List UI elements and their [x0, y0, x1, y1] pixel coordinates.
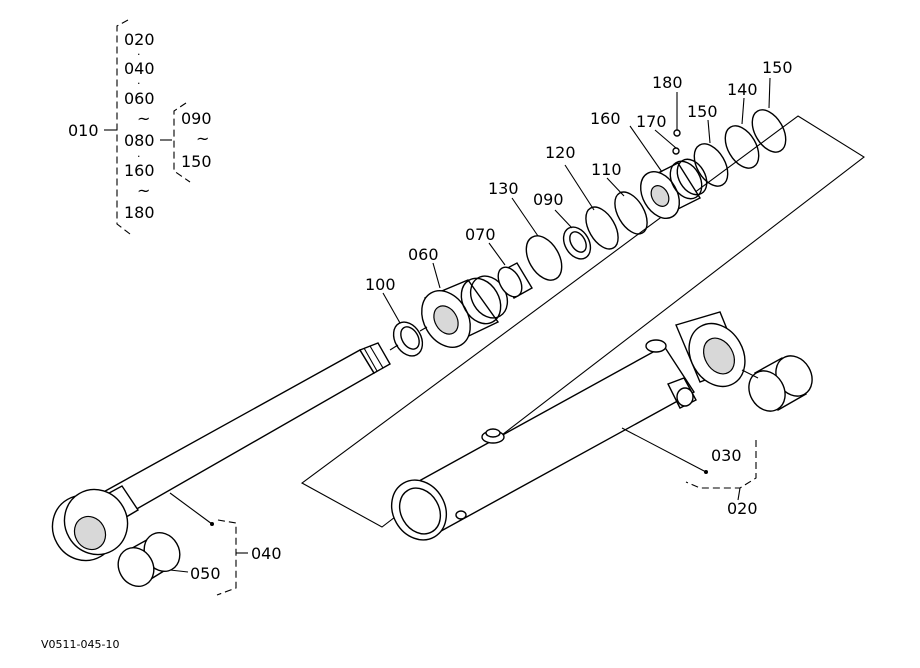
callout-150-top: 150 — [762, 58, 793, 77]
tube-end-bushing — [748, 355, 813, 412]
part-180-ball — [673, 129, 681, 137]
part-060-rod-guide — [421, 275, 509, 348]
legend-dot-2: · — [137, 77, 141, 90]
cylinder-tube — [390, 311, 746, 541]
legend-sub-090: 090 — [181, 109, 212, 128]
legend-dot-1: · — [137, 48, 141, 61]
callout-130: 130 — [488, 179, 519, 198]
callout-060: 060 — [408, 245, 439, 264]
part-150-ring-a — [693, 143, 729, 187]
part-110-ring — [614, 191, 648, 235]
callout-160: 160 — [590, 109, 621, 128]
callout-140: 140 — [727, 80, 758, 99]
callout-120: 120 — [545, 143, 576, 162]
drawing-id: V0511-045-10 — [41, 638, 119, 651]
part-070-bush — [497, 262, 533, 299]
legend-tilde-2: ~ — [137, 181, 150, 200]
callout-100: 100 — [365, 275, 396, 294]
bracket-040 — [216, 519, 237, 596]
part-130-o-ring — [525, 235, 563, 281]
legend-tree: 010 020 · 040 · 060 ~ 080 · 160 ~ 180 09… — [68, 19, 212, 235]
part-170-ball — [672, 147, 680, 155]
callout-050: 050 — [190, 564, 221, 583]
part-150-ring-b — [751, 109, 787, 153]
legend-sub-150: 150 — [181, 152, 212, 171]
legend-item-160: 160 — [124, 161, 155, 180]
callout-110: 110 — [591, 160, 622, 179]
part-120-ring — [585, 206, 619, 250]
legend-sub-tilde: ~ — [196, 129, 209, 148]
part-100-seal — [392, 321, 424, 357]
callout-150: 150 — [687, 102, 718, 121]
legend-item-020: 020 — [124, 30, 155, 49]
legend-item-180: 180 — [124, 203, 155, 222]
part-160-piston — [639, 158, 708, 219]
callout-170: 170 — [636, 112, 667, 131]
callout-180: 180 — [652, 73, 683, 92]
legend-item-080: 080 — [124, 131, 155, 150]
legend-item-040: 040 — [124, 59, 155, 78]
legend-item-060: 060 — [124, 89, 155, 108]
callout-040: 040 — [251, 544, 282, 563]
callout-020: 020 — [727, 499, 758, 518]
callout-030: 030 — [711, 446, 742, 465]
legend-root-label: 010 — [68, 121, 99, 140]
callout-leaders — [169, 77, 771, 525]
part-090-seal — [562, 226, 592, 260]
part-140-ring — [724, 125, 760, 169]
legend-tilde-1: ~ — [137, 109, 150, 128]
callout-070: 070 — [465, 225, 496, 244]
piston-rod — [51, 342, 391, 562]
callout-090: 090 — [533, 190, 564, 209]
cylinder-tube-plane — [300, 115, 865, 528]
legend-dot-3: · — [137, 150, 141, 163]
rod-end-bushing — [117, 532, 189, 587]
